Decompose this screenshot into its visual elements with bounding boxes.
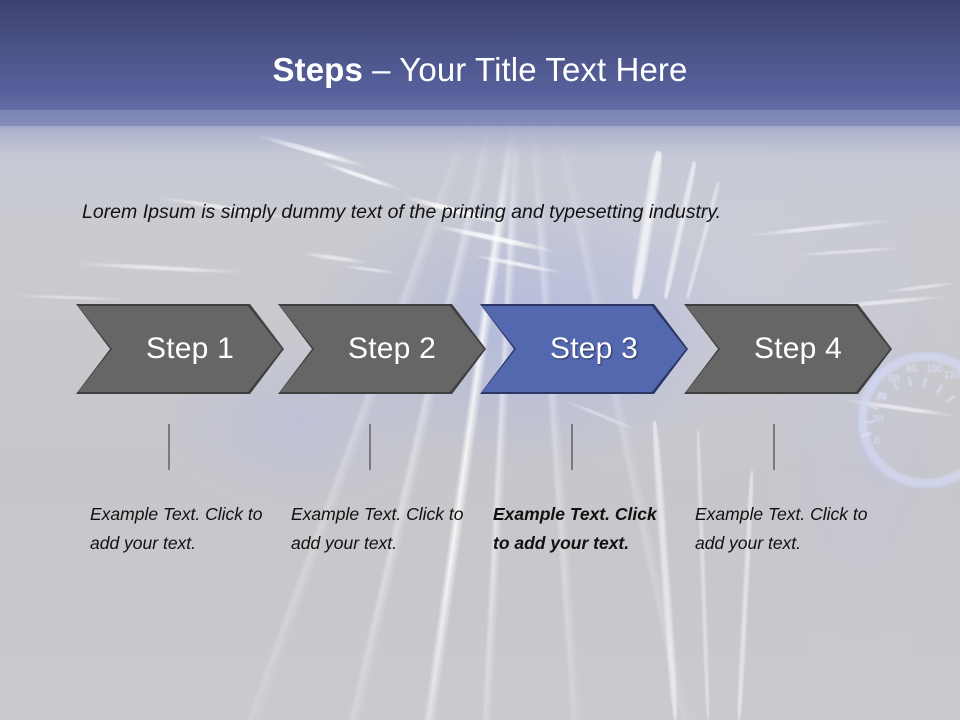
speedometer-number: 20: [872, 414, 884, 425]
step-1-label: Step 1: [146, 332, 234, 365]
step-4-connector-tick: [773, 424, 775, 470]
speedometer-number: 60: [888, 374, 900, 385]
step-2-label: Step 2: [348, 332, 436, 365]
step-2-connector-tick: [369, 424, 371, 470]
step-4-caption[interactable]: Example Text. Click to add your text.: [695, 504, 868, 553]
page-title-strong: Steps: [272, 51, 363, 88]
step-1-connector-tick: [168, 424, 170, 470]
step-1-caption[interactable]: Example Text. Click to add your text.: [90, 504, 263, 553]
step-4-chevron[interactable]: Step 4: [686, 306, 890, 392]
step-3-chevron[interactable]: Step 3: [482, 306, 686, 392]
steps-chevron-row: Step 1 Step 2 Step 3 Step 4: [0, 304, 960, 396]
title-band-fade: [0, 110, 960, 156]
step-1-chevron[interactable]: Step 1: [78, 306, 282, 392]
speedometer-number: 40: [876, 392, 888, 403]
step-3-label: Step 3: [550, 332, 638, 365]
speedometer-ticks-icon: [861, 376, 955, 437]
step-3-connector-tick: [571, 424, 573, 470]
title-band: [0, 0, 960, 126]
speedometer-dial: [858, 352, 960, 488]
page-title: Steps – Your Title Text Here: [0, 50, 960, 90]
step-4-label: Step 4: [754, 332, 842, 365]
speedometer-number: 120: [944, 370, 960, 381]
step-2-caption[interactable]: Example Text. Click to add your text.: [291, 504, 464, 553]
speedometer-number: 80: [906, 364, 918, 375]
step-3-caption[interactable]: Example Text. Click to add your text.: [493, 504, 657, 553]
speedometer-number: 0: [874, 436, 880, 447]
page-title-rest: – Your Title Text Here: [362, 51, 688, 88]
speedometer-number: 100: [926, 364, 943, 375]
step-2-chevron[interactable]: Step 2: [280, 306, 484, 392]
body-paragraph: Lorem Ipsum is simply dummy text of the …: [82, 201, 722, 223]
